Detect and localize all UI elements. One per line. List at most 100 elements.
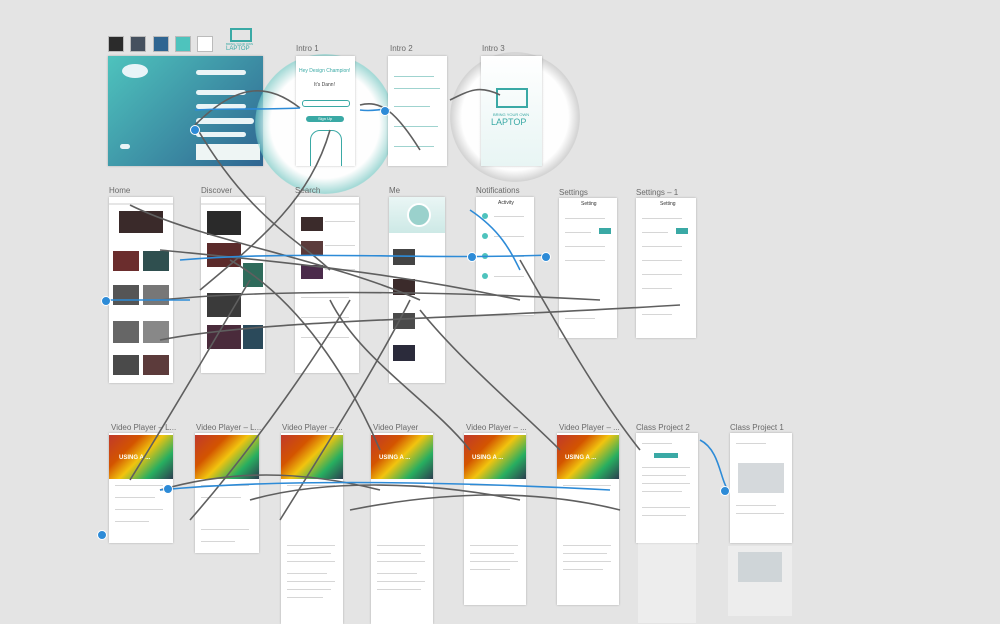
- artboard-title-intro3[interactable]: Intro 3: [482, 44, 505, 53]
- discover-thumb-1: [207, 211, 241, 235]
- artboard-title-settings[interactable]: Settings: [559, 188, 588, 197]
- pill-input-4: [196, 132, 246, 137]
- intro2-board[interactable]: [388, 56, 447, 166]
- logo-main-text: LAPTOP: [226, 46, 250, 52]
- home-thumb-1: [119, 211, 163, 233]
- home-thumb-2: [113, 251, 139, 271]
- tab-bar: [196, 144, 260, 160]
- intro1-board[interactable]: Hey Design Champion! It's Dann! Sign Up: [296, 56, 355, 166]
- artboard-title-notifications[interactable]: Notifications: [476, 186, 520, 195]
- artboard-title-intro1[interactable]: Intro 1: [296, 44, 319, 53]
- video-thumb[interactable]: [464, 435, 526, 479]
- color-swatch-2[interactable]: [130, 36, 146, 52]
- vp3-board[interactable]: [281, 433, 343, 624]
- artboard-title-vp4[interactable]: Video Player: [373, 423, 419, 432]
- color-swatch-5[interactable]: [197, 36, 213, 52]
- pill-input-3: [196, 104, 246, 109]
- pill-input-1: [196, 70, 246, 75]
- color-swatch-4[interactable]: [175, 36, 191, 52]
- video-thumb[interactable]: [371, 435, 433, 479]
- laptop-icon: [496, 88, 528, 108]
- artboard-title-search[interactable]: Search: [295, 186, 321, 195]
- video-thumb[interactable]: [195, 435, 259, 479]
- home-thumb-3: [143, 251, 169, 271]
- artboard-title-vp3[interactable]: Video Player – ...: [282, 423, 343, 432]
- class2-button[interactable]: [654, 453, 678, 458]
- home-thumb-9: [143, 355, 169, 375]
- color-swatch-3[interactable]: [153, 36, 169, 52]
- artboard-title-class2[interactable]: Class Project 2: [636, 423, 690, 432]
- intro1-name: It's Dann!: [314, 82, 335, 88]
- video-thumb[interactable]: [557, 435, 619, 479]
- vp4-board[interactable]: USING A ...: [371, 433, 433, 624]
- assets-board[interactable]: [108, 56, 263, 166]
- me-board[interactable]: [389, 197, 445, 383]
- color-swatch-1[interactable]: [108, 36, 124, 52]
- settings1-header: Setting: [660, 201, 676, 207]
- search-thumb-2: [301, 241, 323, 255]
- search-thumb-3: [301, 265, 323, 279]
- hotspot-link-6[interactable]: [163, 484, 173, 494]
- search-thumb-1: [301, 217, 323, 231]
- me-thumb-1: [393, 249, 415, 265]
- activity-dot-4: [482, 273, 488, 279]
- video-overlay-text: USING A ...: [379, 455, 411, 461]
- class1-board[interactable]: [730, 433, 792, 543]
- intro1-input: [302, 100, 350, 107]
- artboard-title-discover[interactable]: Discover: [201, 186, 233, 195]
- eye-icon: [122, 64, 148, 78]
- video-overlay-text: USING A ...: [565, 455, 597, 461]
- search-field: [196, 118, 254, 124]
- hotspot-link-5[interactable]: [541, 252, 551, 262]
- settings-board[interactable]: Setting: [559, 198, 617, 338]
- me-thumb-3: [393, 313, 415, 329]
- hotspot-link-3[interactable]: [101, 296, 111, 306]
- artboard-title-class1[interactable]: Class Project 1: [730, 423, 784, 432]
- artboard-title-settings1[interactable]: Settings – 1: [636, 188, 679, 197]
- hotspot-link-4[interactable]: [467, 252, 477, 262]
- notifications-header: Activity: [498, 200, 514, 206]
- avatar: [407, 203, 431, 227]
- activity-dot-1: [482, 213, 488, 219]
- me-thumb-4: [393, 345, 415, 361]
- video-thumb[interactable]: [281, 435, 343, 479]
- settings1-board[interactable]: Setting: [636, 198, 696, 338]
- class1-image: [738, 463, 784, 493]
- toggle-icon: [120, 144, 130, 149]
- video-thumb[interactable]: [109, 435, 173, 479]
- vp5-board[interactable]: USING A ...: [464, 433, 526, 605]
- home-thumb-6: [113, 321, 139, 343]
- search-board[interactable]: [295, 197, 359, 373]
- video-overlay-text: USING A ...: [119, 455, 151, 461]
- intro1-greeting: Hey Design Champion!: [299, 68, 351, 74]
- home-board[interactable]: [109, 197, 173, 383]
- intro3-board[interactable]: BRING YOUR OWN LAPTOP: [481, 56, 542, 166]
- hotspot-link-2[interactable]: [380, 106, 390, 116]
- artboard-title-vp5[interactable]: Video Player – ...: [466, 423, 527, 432]
- artboard-title-vp1[interactable]: Video Player – L...: [111, 423, 177, 432]
- home-thumb-7: [143, 321, 169, 343]
- activity-dot-2: [482, 233, 488, 239]
- home-thumb-8: [113, 355, 139, 375]
- artboard-title-vp6[interactable]: Video Player – ...: [559, 423, 620, 432]
- pill-input-2: [196, 90, 246, 95]
- intro1-signup-button[interactable]: Sign Up: [306, 116, 344, 122]
- artboard-title-me[interactable]: Me: [389, 186, 401, 195]
- settings-header: Setting: [581, 201, 597, 207]
- vp1-board[interactable]: USING A ...: [109, 433, 173, 543]
- vp2-board[interactable]: [195, 433, 259, 553]
- hotspot-link-8[interactable]: [97, 530, 107, 540]
- intro1-signup-label: Sign Up: [318, 116, 333, 121]
- settings-toggle[interactable]: [599, 228, 611, 234]
- artboard-title-vp2[interactable]: Video Player – L...: [196, 423, 262, 432]
- settings1-toggle[interactable]: [676, 228, 688, 234]
- class2-board[interactable]: [636, 433, 698, 543]
- vp6-board[interactable]: USING A ...: [557, 433, 619, 605]
- hotspot-link-1[interactable]: [190, 125, 200, 135]
- video-overlay-text: USING A ...: [472, 455, 504, 461]
- hotspot-link-7[interactable]: [720, 486, 730, 496]
- artboard-title-intro2[interactable]: Intro 2: [390, 44, 413, 53]
- logo-swatch[interactable]: BRING YOUR OWN LAPTOP: [226, 28, 254, 52]
- artboard-title-home[interactable]: Home: [109, 186, 131, 195]
